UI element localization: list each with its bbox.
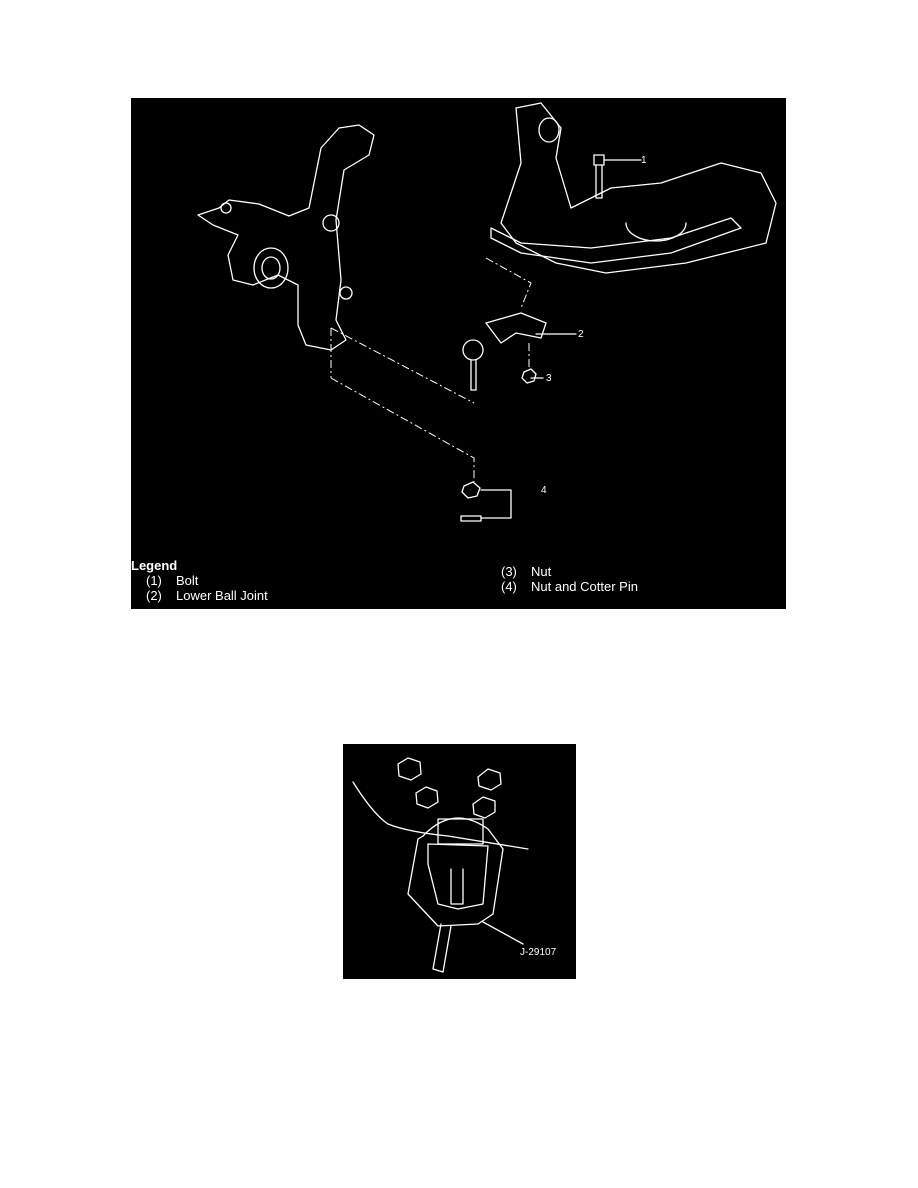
press-tool-line-art [352, 757, 529, 973]
callout-3: 3 [546, 373, 552, 384]
legend-item: (2)Lower Ball Joint [146, 588, 268, 603]
callout-2: 2 [578, 329, 584, 340]
suspension-line-art [197, 102, 777, 522]
legend: Legend (1)Bolt (2)Lower Ball Joint [131, 558, 268, 603]
ball-joint-exploded-diagram: 1 2 3 4 Legend (1)Bolt (2)Lower Ball Joi… [131, 98, 786, 609]
ball-joint-press-tool-diagram: J-29107 [343, 744, 576, 979]
legend-item: (3)Nut [501, 564, 552, 579]
legend-title: Legend [131, 558, 178, 573]
tool-label: J-29107 [520, 947, 557, 958]
legend-item: (4)Nut and Cotter Pin [501, 579, 638, 594]
callout-4: 4 [541, 485, 547, 496]
callout-1: 1 [641, 155, 647, 166]
legend-item: (1)Bolt [146, 573, 199, 588]
legend-col2: (3)Nut (4)Nut and Cotter Pin [486, 564, 638, 594]
